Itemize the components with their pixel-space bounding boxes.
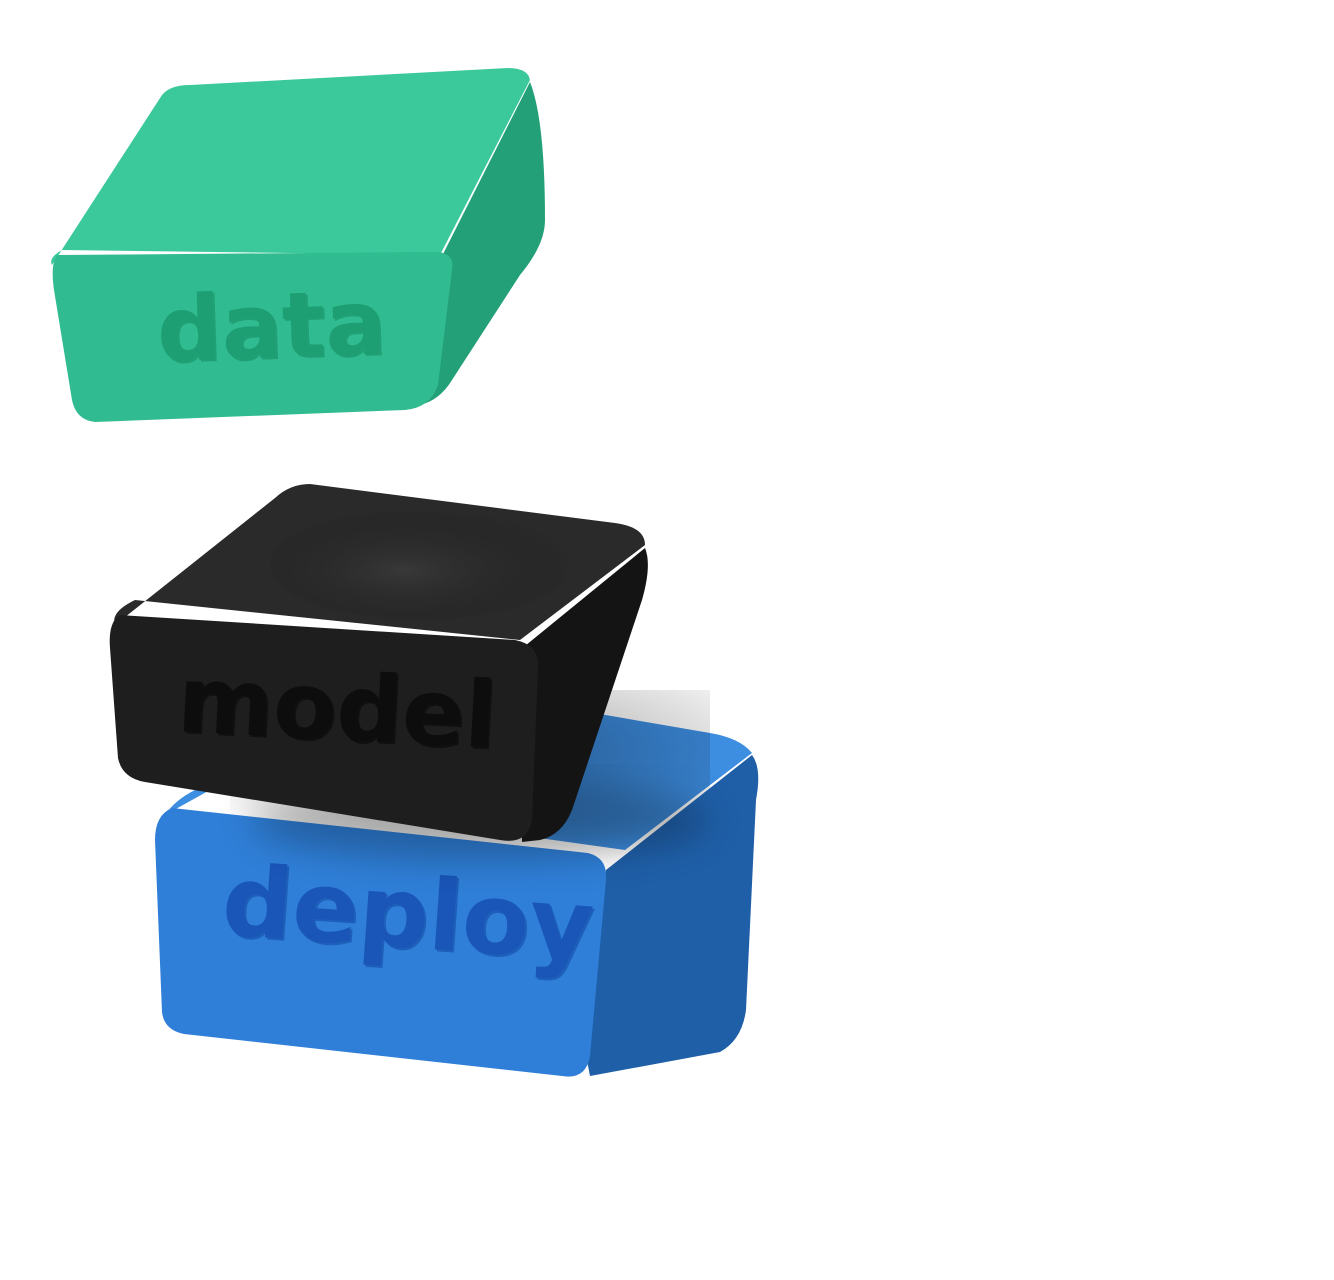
deploy-label-shadow: deploy <box>221 847 600 987</box>
deploy-block: deploy deploy <box>155 683 759 1077</box>
deploy-block-front <box>155 808 607 1077</box>
data-label-shadow: data <box>157 272 389 385</box>
data-block-side <box>420 82 545 405</box>
deploy-block-side <box>584 755 759 1076</box>
model-label-shadow: model <box>177 648 501 772</box>
deploy-label: deploy <box>219 844 598 984</box>
data-block: data data <box>51 68 545 422</box>
model-label: model <box>175 646 499 770</box>
data-block-top <box>51 68 530 265</box>
data-block-front <box>52 252 453 422</box>
model-block: model model <box>109 484 648 842</box>
model-block-front <box>109 615 539 841</box>
model-top-highlight <box>270 510 570 620</box>
model-block-side <box>520 548 648 842</box>
data-label: data <box>155 270 387 383</box>
